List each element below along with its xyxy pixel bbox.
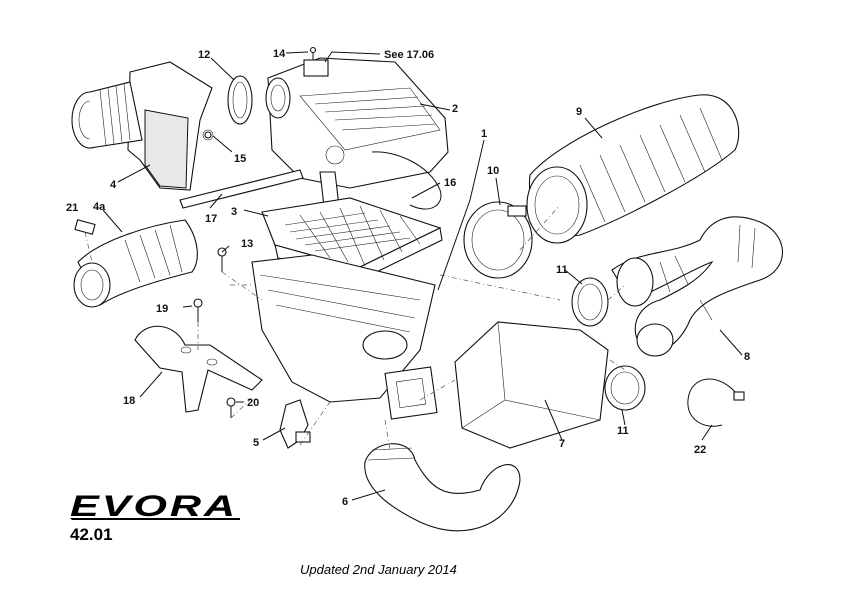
callout-labels: 1 2 3 4 4a 5 6 7 8 9 10 11 11 12 13 14 1… xyxy=(66,48,750,508)
part-11-hose-clip-upper xyxy=(571,277,609,327)
callout-7: 7 xyxy=(559,438,565,450)
part-2-airbox-lid xyxy=(265,57,449,216)
callout-13: 13 xyxy=(241,238,253,250)
callout-15: 15 xyxy=(234,153,246,165)
parts-drawing xyxy=(71,46,784,532)
callout-11-upper: 11 xyxy=(556,264,568,276)
part-21-grommet xyxy=(74,219,96,235)
callout-6: 6 xyxy=(342,496,348,508)
part-18-bracket xyxy=(134,325,263,413)
callout-17: 17 xyxy=(205,213,217,225)
part-9-corrugated-hose xyxy=(526,94,740,244)
callout-9: 9 xyxy=(576,106,582,118)
part-4-intake-adaptor xyxy=(71,61,214,191)
part-22-cable-tie xyxy=(687,378,745,427)
callout-10: 10 xyxy=(487,165,499,177)
callout-1: 1 xyxy=(481,128,487,140)
brand-block: EVORA 42.01 xyxy=(70,490,240,544)
callout-20: 20 xyxy=(247,397,259,409)
assembly-guide-lines xyxy=(84,204,626,451)
part-19-bolt xyxy=(193,298,203,322)
updated-date: Updated 2nd January 2014 xyxy=(300,562,457,577)
part-15-fitting xyxy=(204,131,212,139)
callout-11-lower: 11 xyxy=(617,425,629,437)
part-10-hose-clip xyxy=(463,201,533,279)
callout-3: 3 xyxy=(231,206,237,218)
page-number: 42.01 xyxy=(70,525,113,544)
callout-12: 12 xyxy=(198,49,210,61)
part-6-elbow-hose xyxy=(364,443,521,532)
callout-22: 22 xyxy=(694,444,706,456)
evora-logo: EVORA xyxy=(70,490,238,523)
part-20-bolt xyxy=(226,397,236,418)
part-7-resonator xyxy=(454,321,609,449)
callout-5: 5 xyxy=(253,437,259,449)
callout-8: 8 xyxy=(744,351,750,363)
part-17-pipe xyxy=(179,169,304,209)
evora-logo-swoosh xyxy=(70,518,240,520)
callout-14: 14 xyxy=(273,48,286,60)
part-16-breather-hose xyxy=(371,151,442,210)
part-4a-duct xyxy=(73,219,198,308)
callout-4: 4 xyxy=(110,179,117,191)
callout-4a: 4a xyxy=(93,201,106,213)
part-14-screw xyxy=(309,46,317,60)
callout-2: 2 xyxy=(452,103,458,115)
part-5-sensor xyxy=(279,399,311,449)
callout-16: 16 xyxy=(444,177,456,189)
callout-21: 21 xyxy=(66,202,78,214)
part-12-hose-clip xyxy=(227,75,253,125)
callout-19: 19 xyxy=(156,303,168,315)
callout-18: 18 xyxy=(123,395,135,407)
part-11-hose-clip-lower xyxy=(604,365,646,411)
see-reference-label: See 17.06 xyxy=(384,49,434,61)
leader-lines xyxy=(102,51,743,501)
part-1-airbox-base xyxy=(251,254,438,420)
part-8-flexible-hose xyxy=(611,216,784,357)
